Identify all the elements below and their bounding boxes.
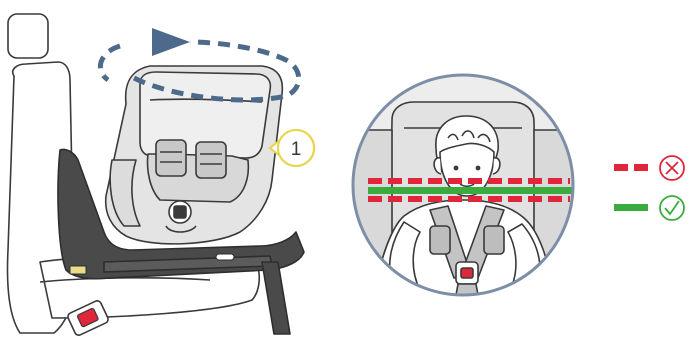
callout-number: 1 [291,139,302,160]
rotation-arrowhead [152,28,190,56]
harness-pad-right [484,226,504,254]
check-circle-icon [660,196,684,220]
cross-circle-icon [660,156,684,180]
vehicle-headrest [8,14,48,58]
correct-height-line [368,187,573,194]
child-eye-left [454,166,459,171]
legend-correct [614,196,684,220]
child-car-seat [106,66,283,244]
load-leg [262,262,290,334]
child-eye-right [476,166,481,171]
legend-incorrect [614,156,684,180]
harness-pad-left [430,226,450,254]
shoulder-pad-left [156,140,186,176]
base-release-handle [216,254,234,260]
zoom-detail-circle [350,75,580,306]
isofix-indicator [70,266,86,274]
shoulder-pad-right [196,142,226,178]
